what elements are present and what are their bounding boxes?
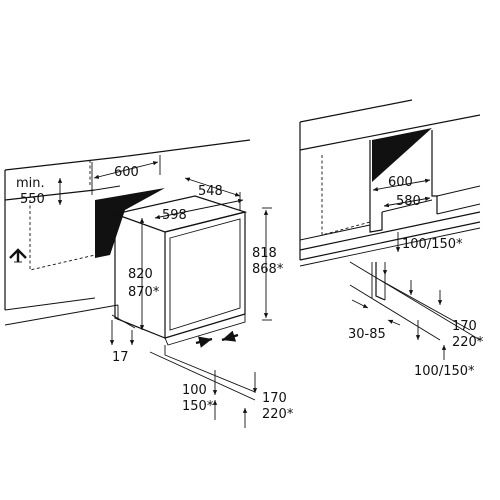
right-label-plinth-220: 220* bbox=[452, 335, 484, 350]
label-min: min. bbox=[16, 176, 45, 191]
label-offset-17: 17 bbox=[112, 350, 129, 365]
countertop bbox=[4, 139, 251, 201]
label-plinth-100: 100 bbox=[182, 383, 207, 398]
right-cabinet bbox=[299, 130, 481, 267]
left-installation-view: min. 550 600 548 598 818 868* 820 870* 1… bbox=[4, 139, 294, 428]
right-plinth-detail bbox=[349, 261, 481, 341]
label-depth-550: 550 bbox=[20, 192, 45, 207]
label-height-818: 818 bbox=[252, 246, 277, 261]
right-label-range-30-85: 30-85 bbox=[348, 327, 386, 342]
right-niche-shadow bbox=[372, 128, 432, 182]
label-plinth-170: 170 bbox=[262, 391, 287, 406]
right-countertop bbox=[299, 99, 481, 151]
ventilation-arrows bbox=[195, 330, 239, 348]
right-label-bottom-100-150: 100/150* bbox=[414, 364, 475, 379]
label-width-598: 598 bbox=[162, 208, 187, 223]
floor-plinth bbox=[111, 305, 256, 401]
left-cabinet bbox=[4, 160, 119, 326]
label-depth-548: 548 bbox=[198, 184, 223, 199]
label-height-868: 868* bbox=[252, 262, 284, 277]
niche-opening-shadow bbox=[95, 188, 165, 258]
label-plinth-220: 220* bbox=[262, 407, 294, 422]
right-installation-view: 600 580 100/150* 30-85 170 220* 100/150* bbox=[299, 99, 484, 379]
label-niche-height-820: 820 bbox=[128, 267, 153, 282]
socket-icon bbox=[9, 248, 27, 263]
label-niche-height-870: 870* bbox=[128, 285, 160, 300]
right-label-plinth-170: 170 bbox=[452, 319, 477, 334]
label-plinth-150: 150* bbox=[182, 399, 214, 414]
right-label-niche-600: 600 bbox=[388, 175, 413, 190]
right-label-vent-100-150: 100/150* bbox=[402, 237, 463, 252]
right-label-niche-580: 580 bbox=[396, 194, 421, 209]
label-niche-width-600: 600 bbox=[114, 165, 139, 180]
